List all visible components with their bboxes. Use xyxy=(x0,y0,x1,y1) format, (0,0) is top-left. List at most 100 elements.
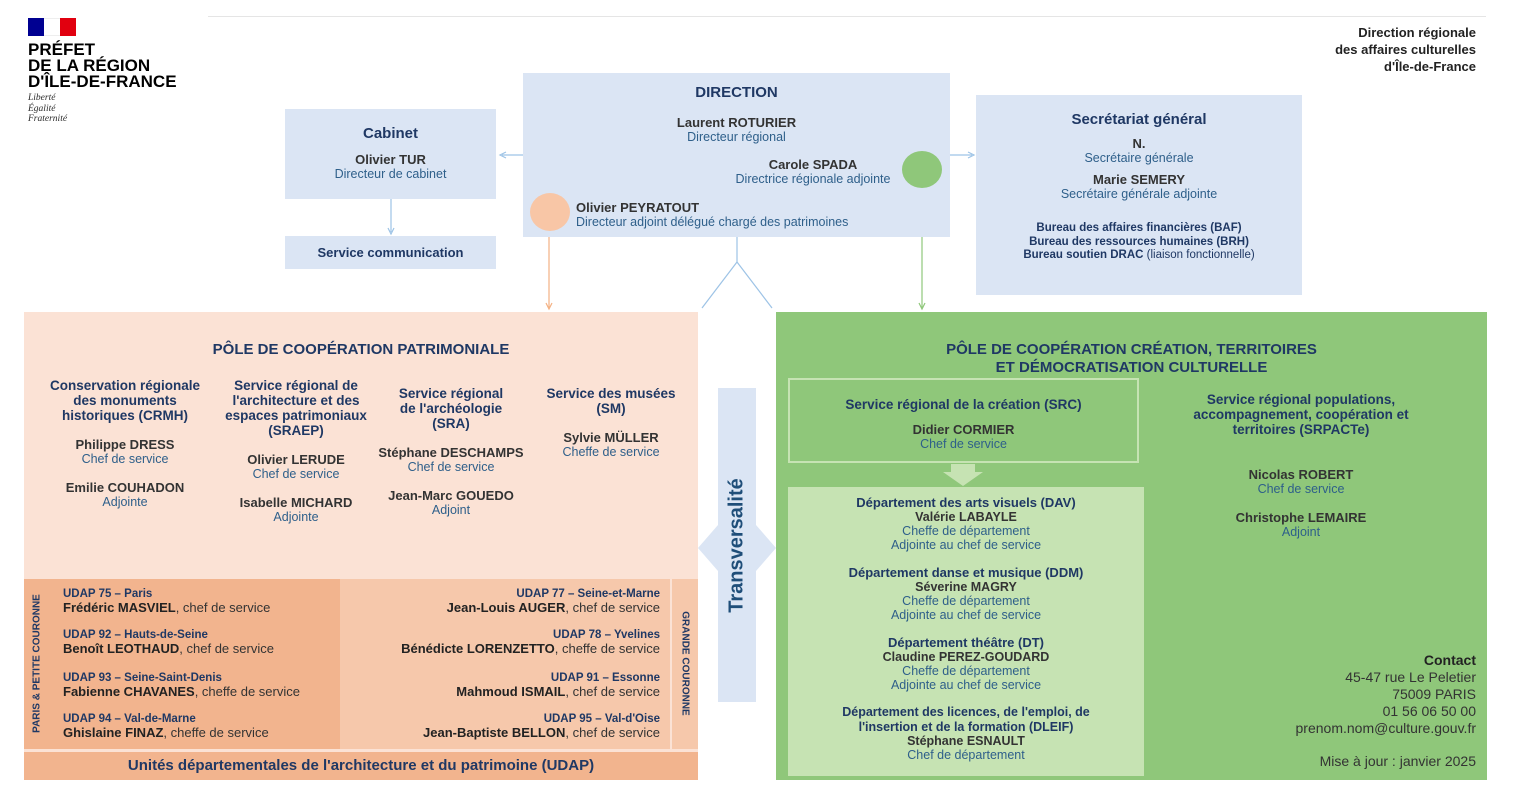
service-n2: Emilie COUHADON xyxy=(65,480,185,495)
dept-r2: Adjointe au chef de service xyxy=(890,678,1042,692)
udap-title: UDAP 91 – Essonne xyxy=(550,672,660,684)
srpacte-r2: Adjoint xyxy=(1281,525,1321,539)
service-title: Service régional de l'architecture et de… xyxy=(225,378,367,438)
dept-title: Département théâtre (DT) xyxy=(887,635,1045,650)
udap-name: Ghislaine FINAZ xyxy=(63,725,164,740)
udap-left-panel xyxy=(24,579,340,749)
service-n2: Jean-Marc GOUEDO xyxy=(388,488,514,503)
direction-p3-name: Olivier PEYRATOUT xyxy=(576,200,700,215)
udap-title: UDAP 93 – Seine-Saint-Denis xyxy=(63,672,222,684)
header-title: Direction régionale des affaires culture… xyxy=(1335,24,1476,75)
service-r1: Chef de service xyxy=(81,452,169,466)
direction-p3-role: Directeur adjoint délégué chargé des pat… xyxy=(576,215,849,229)
udap-title: UDAP 75 – Paris xyxy=(63,588,153,600)
service-title: Service des musées (SM) xyxy=(546,386,676,416)
motto-liberte: Liberté xyxy=(28,93,56,103)
udap-name: Bénédicte LORENZETTO xyxy=(401,641,555,656)
dept-r1: Cheffe de département xyxy=(902,594,1030,608)
logo-line1: PRÉFET xyxy=(28,40,96,59)
dept-name: Stéphane ESNAULT xyxy=(907,734,1025,748)
bureau-baf: Bureau des affaires financières (BAF) xyxy=(1036,222,1242,234)
udap-role: , chef de service xyxy=(175,600,271,615)
cabinet-box: Cabinet Olivier TUR Directeur de cabinet xyxy=(285,109,496,199)
orange-circle-icon xyxy=(530,193,570,231)
udap-name: Benoît LEOTHAUD xyxy=(63,641,180,656)
udap-side-left xyxy=(24,579,50,749)
contact-email[interactable]: prenom.nom@culture.gouv.fr xyxy=(1295,720,1476,736)
udap-role: , chef de service xyxy=(565,725,660,740)
service-title: Conservation régionale des monuments his… xyxy=(49,378,201,423)
bureau-soutien: Bureau soutien DRAC (liaison fonctionnel… xyxy=(976,249,1302,263)
dept-item: Département danse et musique (DDM) Séver… xyxy=(788,565,1144,622)
header-rule xyxy=(208,16,1486,17)
logo-motto: Liberté Égalité Fraternité xyxy=(28,93,177,125)
dept-r1: Cheffe de département xyxy=(902,664,1030,678)
service-r1: Chef de service xyxy=(252,467,340,481)
side-label-right: GRANDE COURONNE xyxy=(679,611,691,716)
udap-title: UDAP 95 – Val-d'Oise xyxy=(543,713,660,725)
service-sm: Service des musées (SM) Sylvie MÜLLER Ch… xyxy=(536,386,686,459)
pole-creation-title1: PÔLE DE COOPÉRATION CRÉATION, TERRITOIRE… xyxy=(946,341,1317,358)
dept-r2: Adjointe au chef de service xyxy=(890,608,1042,622)
dept-name: Claudine PEREZ-GOUDARD xyxy=(882,650,1050,664)
service-r2: Adjointe xyxy=(102,495,148,509)
pole-patrimonial-title: PÔLE DE COOPÉRATION PATRIMONIALE xyxy=(212,341,510,358)
srpacte-n1: Nicolas ROBERT xyxy=(1248,467,1354,482)
direction-p1-name: Laurent ROTURIER xyxy=(676,115,797,130)
contact-address: 45-47 rue Le Peletier xyxy=(1345,669,1476,685)
service-r1: Chef de service xyxy=(407,460,495,474)
dept-item: Département des arts visuels (DAV) Valér… xyxy=(788,495,1144,552)
contact-city: 75009 PARIS xyxy=(1392,686,1476,702)
service-n1: Olivier LERUDE xyxy=(247,452,345,467)
dept-r1: Chef de département xyxy=(907,748,1025,762)
service-title: Service régional de l'archéologie (SRA) xyxy=(398,386,504,431)
dept-title: Département des licences, de l'emploi, d… xyxy=(842,705,1090,734)
service-r2: Adjointe xyxy=(273,510,319,524)
prefet-logo: PRÉFET DE LA RÉGION D'ÎLE-DE-FRANCE Libe… xyxy=(28,18,177,125)
udap-role: , cheffe de service xyxy=(194,684,300,699)
dept-r1: Cheffe de département xyxy=(902,524,1030,538)
direction-p1-role: Directeur régional xyxy=(687,130,786,144)
secretariat-p1-role: Secrétaire générale xyxy=(1084,151,1194,165)
src-box: Service régional de la création (SRC) Di… xyxy=(788,378,1139,463)
srpacte: Service régional populations, accompagne… xyxy=(1176,392,1426,539)
dept-title: Département des arts visuels (DAV) xyxy=(856,495,1076,510)
pole-creation-title: PÔLE DE COOPÉRATION CRÉATION, TERRITOIRE… xyxy=(776,341,1487,377)
udap-footer: Unités départementales de l'architecture… xyxy=(24,752,698,780)
contact-label: Contact xyxy=(1423,652,1476,668)
udap-role: , cheffe de service xyxy=(554,641,660,656)
transversalite-label: Transversalité xyxy=(725,478,748,613)
secretariat-p2-role: Secrétaire générale adjointe xyxy=(1060,187,1218,201)
udap-role: , chef de service xyxy=(565,684,660,699)
motto-fraternite: Fraternité xyxy=(28,114,68,124)
src-title: Service régional de la création (SRC) xyxy=(845,397,1082,412)
udap-name: Jean-Louis AUGER xyxy=(446,600,566,615)
direction-title: DIRECTION xyxy=(695,84,778,101)
secretariat-p1-name: N. xyxy=(1132,136,1146,151)
bureau-soutien-rest: (liaison fonctionnelle) xyxy=(1143,249,1255,261)
service-n2: Isabelle MICHARD xyxy=(239,495,353,510)
dept-name: Valérie LABAYLE xyxy=(915,510,1017,524)
udap-role: , cheffe de service xyxy=(163,725,269,740)
contact-block: Contact 45-47 rue Le Peletier 75009 PARI… xyxy=(1296,652,1476,770)
header-line1: Direction régionale xyxy=(1358,25,1476,40)
logo-line3: D'ÎLE-DE-FRANCE xyxy=(28,72,177,91)
service-n1: Philippe DRESS xyxy=(75,437,175,452)
service-n1: Sylvie MÜLLER xyxy=(563,430,659,445)
srpacte-n2: Christophe LEMAIRE xyxy=(1235,510,1367,525)
bureau-soutien-bold: Bureau soutien DRAC xyxy=(1023,249,1144,261)
dept-name: Séverine MAGRY xyxy=(915,580,1017,594)
service-sra: Service régional de l'archéologie (SRA) … xyxy=(370,386,532,517)
direction-box: DIRECTION Laurent ROTURIER Directeur rég… xyxy=(523,73,950,237)
direction-p2-name: Carole SPADA xyxy=(768,157,858,172)
